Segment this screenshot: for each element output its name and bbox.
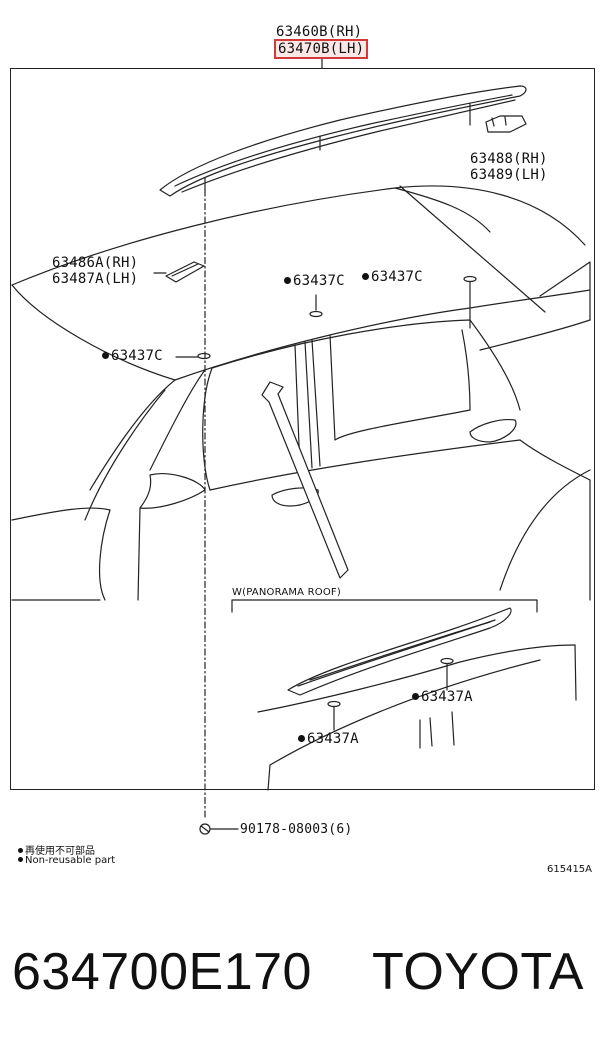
non-reusable-dot-icon: [412, 693, 419, 700]
bolt-icon: [199, 823, 239, 835]
roof-rail-diagram: [11, 57, 591, 835]
legend-en: Non-reusable part: [18, 855, 115, 866]
reference-code: 615415A: [547, 864, 593, 875]
non-reusable-dot-icon: [284, 277, 291, 284]
callout-front-cover-lh: 63487A(LH): [52, 271, 139, 287]
non-reusable-dot-icon: [298, 735, 305, 742]
legend-dot-icon: [18, 848, 23, 853]
callout-clip-mid-b: 63437C: [362, 269, 423, 285]
callout-clip-front: 63437C: [102, 348, 163, 364]
callout-roof-rail-rh: 63460B(RH): [276, 24, 363, 40]
clip-mid-b-label: 63437C: [371, 269, 423, 285]
clip-mid-a-label: 63437C: [293, 273, 345, 289]
vehicle-body-outline: [11, 185, 591, 601]
front-cover-shape: [165, 261, 205, 283]
legend-en-text: Non-reusable part: [25, 855, 116, 866]
callout-bolt: 90178-08003(6): [240, 822, 353, 837]
roof-rail-shape: [159, 85, 527, 197]
callout-clip-pano-rear: 63437A: [412, 689, 473, 705]
clip-markers: [197, 275, 477, 360]
callout-end-cover-lh: 63489(LH): [470, 167, 548, 183]
callout-clip-pano-front: 63437A: [298, 731, 359, 747]
legend-zh-text: 再使用不可部品: [25, 846, 95, 857]
footer: 634700E170 TOYOTA: [0, 930, 600, 1020]
non-reusable-dot-icon: [362, 273, 369, 280]
non-reusable-dot-icon: [102, 352, 109, 359]
callout-front-cover-rh: 63486A(RH): [52, 255, 139, 271]
callout-clip-mid-a: 63437C: [284, 273, 345, 289]
inset-rail-shape: [287, 607, 512, 696]
part-number: 634700E170: [12, 943, 312, 1001]
brand-name: TOYOTA: [372, 943, 584, 1001]
legend-dot-icon: [18, 857, 23, 862]
inset-body-lines: [257, 644, 577, 791]
diagram-frame: [10, 68, 595, 790]
clip-pano-rear-label: 63437A: [421, 689, 473, 705]
end-cover-shape: [485, 115, 527, 133]
callout-roof-rail-lh-highlighted: 63470B(LH): [273, 39, 369, 59]
inset-bracket: [231, 599, 538, 613]
leader-lines: [153, 272, 471, 358]
big-arrow-shape: [261, 381, 349, 579]
clip-front-label: 63437C: [111, 348, 163, 364]
inset-title: W(PANORAMA ROOF): [232, 587, 341, 598]
clip-pano-front-label: 63437A: [307, 731, 359, 747]
callout-end-cover-rh: 63488(RH): [470, 151, 548, 167]
legend-zh: 再使用不可部品: [18, 842, 95, 857]
